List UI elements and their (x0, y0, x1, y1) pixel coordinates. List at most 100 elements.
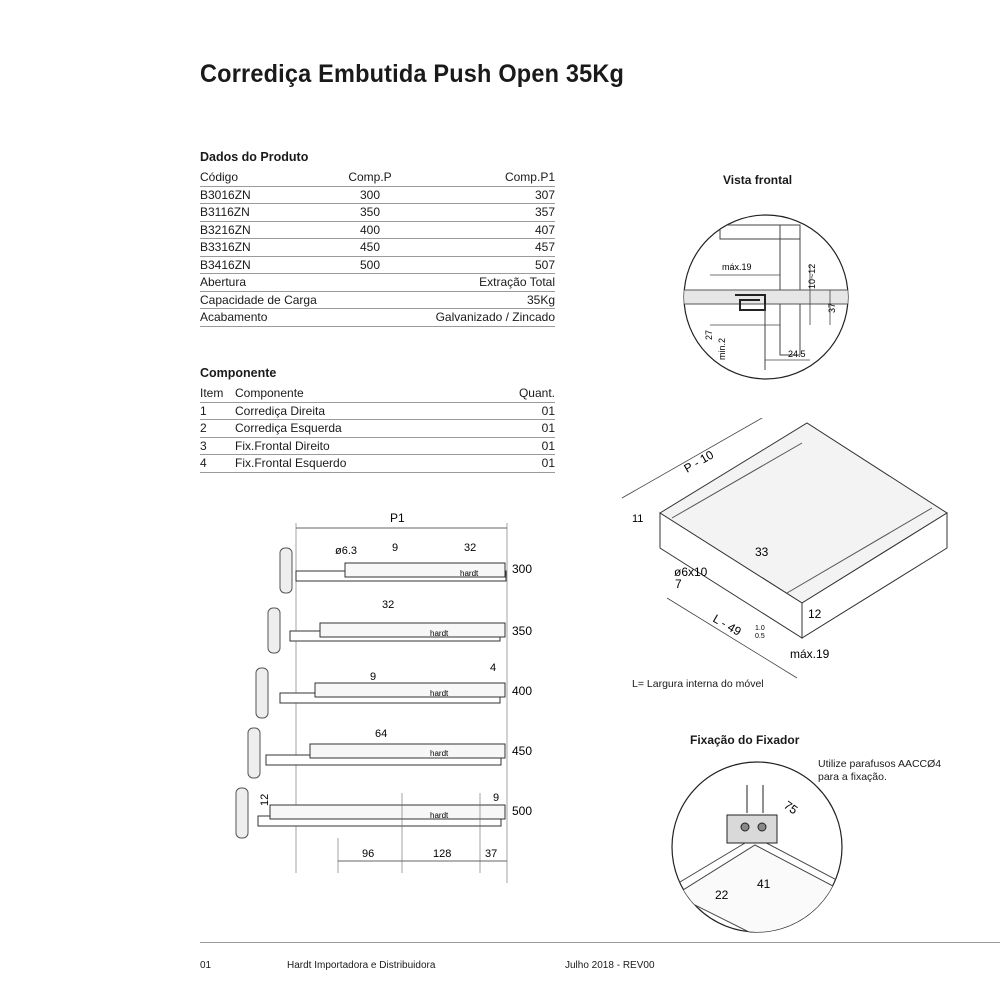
dim-10-12: 10~12 (807, 264, 817, 289)
footer-revision: Julho 2018 - REV00 (565, 960, 655, 971)
fixing-note-line2: para a fixação. (818, 771, 887, 783)
footer-divider (200, 942, 1000, 943)
table-row: B3216ZN 400 407 (200, 221, 555, 239)
table-row: Capacidade de Carga 35Kg (200, 291, 555, 309)
page-title: Corrediça Embutida Push Open 35Kg (200, 60, 625, 88)
table-cell: 357 (420, 203, 555, 222)
table-row: 2 Corrediça Esquerda 01 (200, 419, 555, 438)
dim-37: 37 (485, 848, 497, 860)
column-header: Código (200, 169, 320, 187)
table-cell: 1 (200, 402, 235, 420)
column-header: Comp.P (320, 169, 420, 187)
slide-500: hardt (235, 787, 506, 839)
brand-label: hardt (430, 749, 449, 758)
table-cell: B3316ZN (200, 238, 320, 257)
length-label: 400 (512, 684, 532, 698)
product-data-heading: Dados do Produto (200, 150, 309, 164)
length-label: 300 (512, 562, 532, 576)
dim-64: 64 (375, 728, 387, 740)
drawer-isometric-drawing: P - 10 11 ø6x10 33 7 12 L - 49 1.0 0.5 m… (621, 418, 948, 679)
table-cell: B3216ZN (200, 221, 320, 239)
dim-9-mid: 9 (370, 671, 376, 683)
column-header: Quant. (476, 385, 555, 403)
brand-label: hardt (430, 689, 449, 698)
fixing-caption: Fixação do Fixador (690, 733, 800, 747)
column-header: Comp.P1 (420, 169, 555, 187)
table-cell: 01 (476, 437, 555, 455)
footer-company: Hardt Importadora e Distribuidora (287, 960, 436, 971)
table-cell: 300 (320, 186, 420, 204)
dim-24-5: 24.5 (788, 349, 806, 359)
front-view-caption: Vista frontal (723, 173, 793, 187)
fixing-drawing: 75 41 22 (671, 761, 843, 933)
dim-37: 37 (827, 303, 837, 313)
table-row: 1 Corrediça Direita 01 (200, 402, 555, 420)
table-cell: Corrediça Direita (235, 402, 477, 420)
brand-label: hardt (460, 569, 479, 578)
dim-12: 12 (808, 607, 822, 621)
dim-96: 96 (362, 848, 374, 860)
slide-300: hardt (279, 547, 507, 594)
footer-page-number: 01 (200, 960, 212, 971)
table-cell: 450 (320, 238, 420, 257)
property-label: Capacidade de Carga (200, 291, 420, 309)
dim-6x10: ø6x10 (674, 565, 708, 579)
column-header: Componente (235, 385, 477, 403)
property-value: 35Kg (420, 291, 555, 309)
slide-450: hardt (247, 727, 506, 779)
table-cell: Fix.Frontal Esquerdo (235, 454, 477, 473)
table-cell: 307 (420, 186, 555, 204)
table-row: 4 Fix.Frontal Esquerdo 01 (200, 454, 555, 473)
slide-400: hardt (255, 667, 506, 719)
dim-min2: min.2 (717, 338, 727, 360)
dim-75: 75 (781, 798, 800, 817)
dim-9-bottom: 9 (493, 792, 499, 804)
table-cell: 3 (200, 437, 235, 455)
tolerance-lower: 0.5 (755, 633, 765, 640)
length-label: 350 (512, 624, 532, 638)
property-label: Abertura (200, 273, 420, 292)
fixing-note-line1: Utilize parafusos AACCØ4 (818, 758, 942, 770)
brand-label: hardt (430, 629, 449, 638)
table-cell: Corrediça Esquerda (235, 419, 477, 438)
dim-12: 12 (259, 794, 271, 806)
dim-22: 22 (715, 888, 729, 902)
dim-41: 41 (757, 877, 771, 891)
dim-p1: P1 (390, 511, 405, 525)
table-cell: Fix.Frontal Direito (235, 437, 477, 455)
dim-max19: máx.19 (790, 647, 830, 661)
table-header-row: Item Componente Quant. (200, 385, 555, 403)
table-row: B3316ZN 450 457 (200, 238, 555, 257)
table-cell: 01 (476, 419, 555, 438)
table-cell: 457 (420, 238, 555, 257)
dim-9-top: 9 (392, 542, 398, 554)
table-cell: B3116ZN (200, 203, 320, 222)
property-value: Extração Total (420, 273, 555, 292)
table-cell: 4 (200, 454, 235, 473)
table-row: B3116ZN 350 357 (200, 203, 555, 222)
table-cell: B3016ZN (200, 186, 320, 204)
front-view-drawing: máx.19 10~12 37 27 min.2 24.5 (683, 214, 849, 380)
dim-11: 11 (632, 513, 643, 525)
dim-32-top: 32 (464, 542, 476, 554)
table-cell: 407 (420, 221, 555, 239)
components-heading: Componente (200, 366, 277, 380)
brand-label: hardt (430, 811, 449, 820)
column-header: Item (200, 385, 235, 403)
components-table: Item Componente Quant. 1 Corrediça Direi… (200, 385, 555, 473)
table-header-row: Código Comp.P Comp.P1 (200, 169, 555, 187)
table-row: B3416ZN 500 507 (200, 256, 555, 274)
dim-32-mid: 32 (382, 599, 394, 611)
product-data-table: Código Comp.P Comp.P1 B3016ZN 300 307 B3… (200, 169, 555, 327)
table-row: Abertura Extração Total (200, 273, 555, 292)
table-cell: B3416ZN (200, 256, 320, 274)
tolerance-upper: 1.0 (755, 625, 765, 632)
table-cell: 2 (200, 419, 235, 438)
table-cell: 500 (320, 256, 420, 274)
table-cell: 400 (320, 221, 420, 239)
table-cell: 01 (476, 402, 555, 420)
length-label: 500 (512, 804, 532, 818)
table-cell: 350 (320, 203, 420, 222)
length-label: 450 (512, 744, 532, 758)
table-cell: 01 (476, 454, 555, 473)
